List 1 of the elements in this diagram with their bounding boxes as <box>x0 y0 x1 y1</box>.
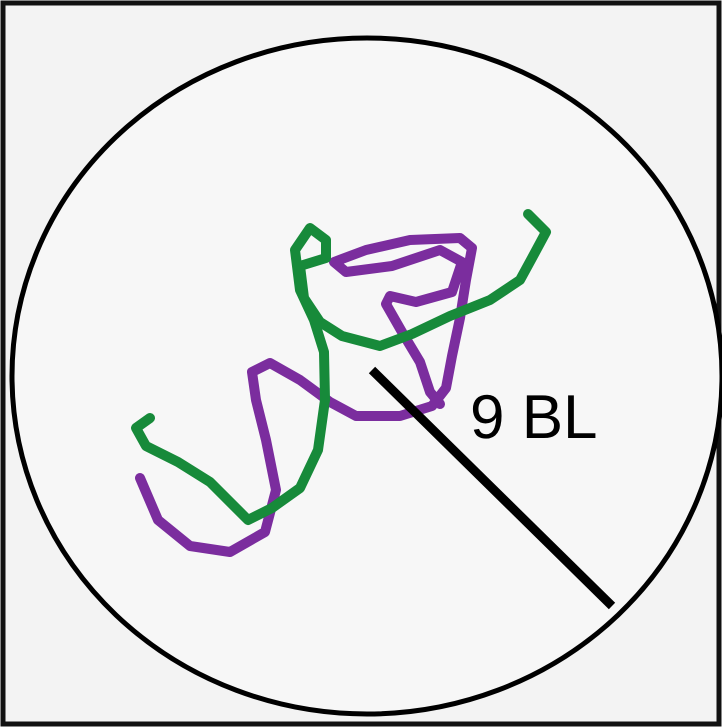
dimension-label: 9 BL <box>470 387 598 449</box>
